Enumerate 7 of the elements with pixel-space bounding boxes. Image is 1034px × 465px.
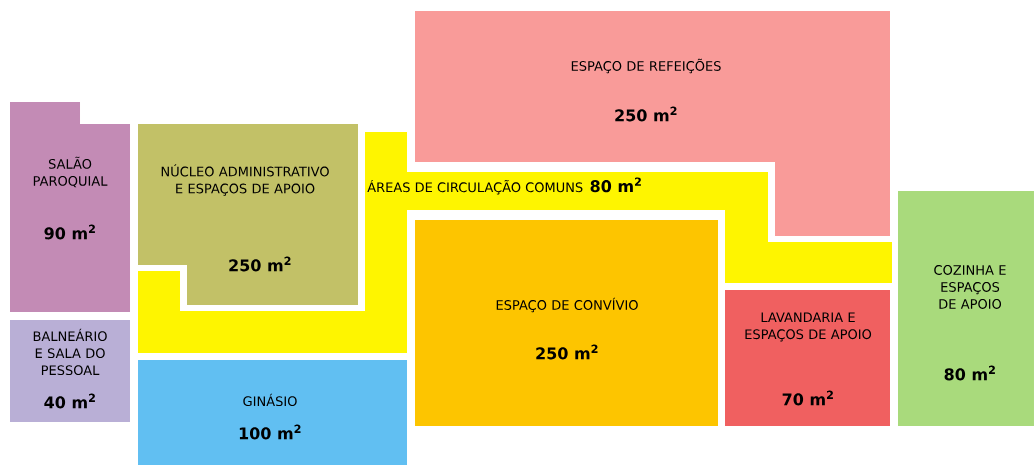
room-block: ESPAÇO DE CONVÍVIO 250 m$^{2}$ [415, 220, 718, 426]
room-block: GINÁSIO 100 m$^{2}$ [138, 360, 407, 465]
room-block: LAVANDARIA E ESPAÇOS DE APOIO 70 m$^{2}$ [725, 290, 890, 426]
room-block: SALÃO PAROQUIAL 90 m$^{2}$ [10, 102, 130, 312]
room-block: COZINHA E ESPAÇOS DE APOIO 80 m$^{2}$ [898, 191, 1034, 426]
room-block: BALNEÁRIO E SALA DO PESSOAL 40 m$^{2}$ [10, 320, 130, 422]
room-block: NÚCLEO ADMINISTRATIVO E ESPAÇOS DE APOIO 250 m$^{2}$ [138, 124, 358, 305]
